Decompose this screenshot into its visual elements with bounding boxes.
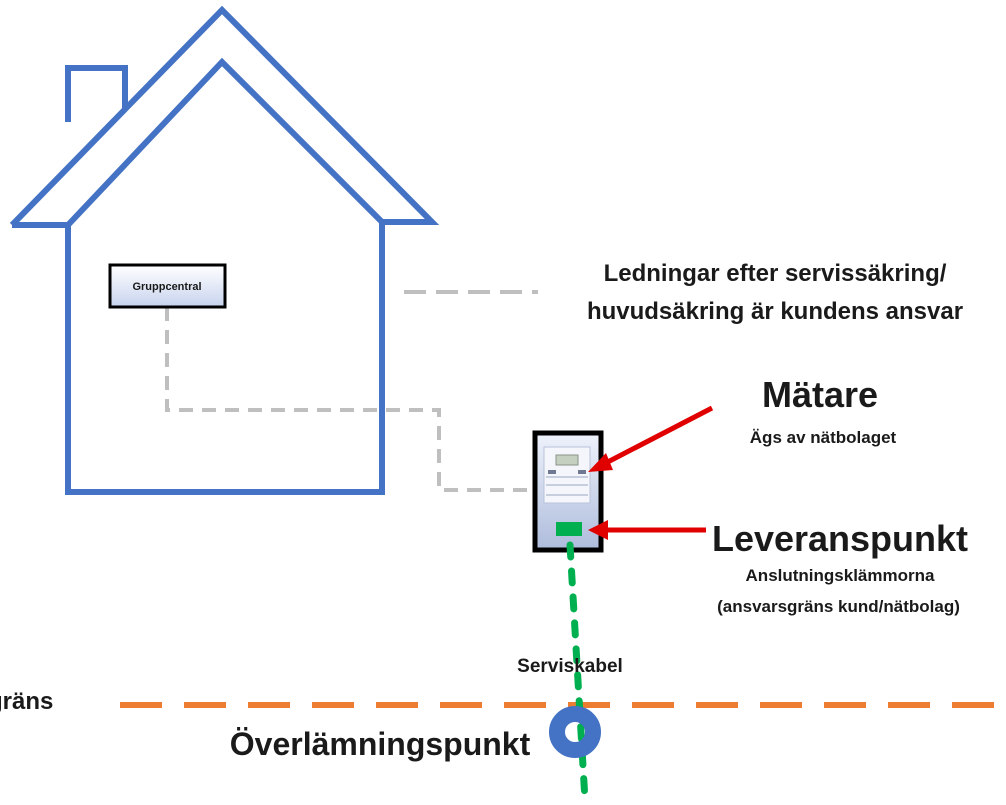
service-cable — [566, 541, 589, 804]
meter-arrow — [598, 405, 714, 469]
customer-wiring — [165, 307, 538, 492]
wiring-responsibility-text: Ledningar efter servissäkring/ huvudsäkr… — [540, 255, 1006, 331]
meter-display — [555, 454, 579, 466]
boundary-label: gräns — [0, 688, 54, 715]
service-cable-label: Serviskabel — [517, 656, 623, 677]
house-chimney — [65, 65, 128, 122]
handover-point-label: Överlämningspunkt — [229, 726, 531, 762]
group-panel — [108, 263, 227, 309]
house-roof-inner — [65, 57, 385, 228]
delivery-point-title: Leveranspunkt — [711, 518, 969, 559]
group-panel-label: Gruppcentral — [132, 281, 201, 293]
meter-subtitle: Ägs av nätbolaget — [749, 428, 897, 447]
delivery-point-subtitle-1: Anslutningsklämmorna — [745, 566, 935, 585]
wiring-text-line1: Ledningar efter servissäkring/ — [603, 260, 947, 287]
meter-arrow-head — [588, 453, 613, 472]
meter-port — [578, 470, 586, 474]
connection-terminal — [556, 522, 582, 536]
meter-title: Mätare — [761, 374, 879, 415]
house-outline — [9, 5, 440, 495]
wiring-text-line2: huvudsäkring är kundens ansvar — [586, 298, 964, 325]
delivery-point-subtitle-2: (ansvarsgräns kund/nätbolag) — [717, 597, 960, 616]
handover-point-ring — [549, 706, 601, 758]
meter-port — [548, 470, 556, 474]
delivery-arrow-head — [588, 520, 608, 540]
